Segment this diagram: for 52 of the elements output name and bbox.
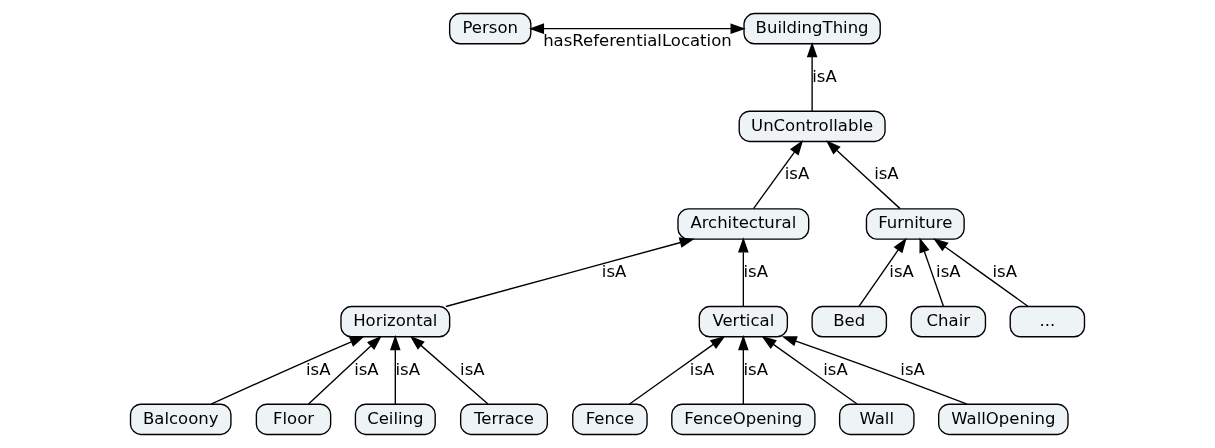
node-box: Balcoony	[129, 403, 232, 436]
edge-label: isA	[889, 262, 914, 282]
arrow	[738, 237, 749, 307]
edge-label: isA	[601, 262, 627, 282]
node-box: BuildingThing	[743, 12, 881, 45]
arrow	[806, 42, 818, 112]
node-box: ...	[1009, 305, 1086, 338]
node-box: Person	[448, 12, 532, 45]
node-box: Vertical	[698, 305, 789, 338]
node-box: Fence	[572, 403, 648, 436]
edge-label: isA	[936, 262, 961, 282]
arrow	[210, 336, 365, 405]
edge-label: isA	[743, 359, 768, 379]
edge-label: isA	[460, 359, 485, 379]
node-box: Bed	[811, 305, 888, 338]
arrow	[858, 237, 907, 307]
arrow	[933, 238, 1029, 307]
edge-label: isA	[823, 359, 848, 379]
node-box: Chair	[910, 305, 987, 338]
node-box: FenceOpening	[671, 403, 816, 436]
node-box: Furniture	[865, 208, 965, 240]
edge-label: isA	[354, 359, 379, 379]
node-box: Terrace	[459, 403, 548, 436]
edge-label: isA	[874, 164, 899, 184]
edge-label: hasReferentialLocation	[543, 30, 732, 50]
node-box: UnControllable	[738, 110, 886, 143]
arrow	[738, 335, 749, 405]
node-box: WallOpening	[938, 403, 1069, 436]
arrow	[409, 335, 489, 405]
edge-label: isA	[306, 359, 331, 379]
arrow	[781, 336, 968, 405]
edge-label: isA	[689, 359, 715, 379]
arrow	[752, 140, 804, 210]
arrow	[919, 237, 945, 307]
edge-label: isA	[743, 262, 768, 282]
arrow	[825, 140, 901, 210]
edge-label: isA	[992, 262, 1017, 282]
arrow	[528, 23, 746, 34]
node-box: Horizontal	[340, 305, 451, 338]
node-box: Wall	[838, 403, 915, 436]
edge-label: isA	[395, 359, 420, 379]
node-box: Floor	[255, 403, 332, 436]
node-box: Ceiling	[354, 403, 436, 436]
arrow	[628, 335, 726, 405]
edge-label: isA	[900, 359, 925, 379]
arrow	[307, 335, 382, 405]
arrow	[445, 237, 695, 308]
node-box: Architectural	[677, 208, 810, 240]
edge-label: isA	[812, 66, 837, 86]
arrow	[390, 335, 401, 405]
arrow	[761, 335, 858, 405]
edge-label: isA	[784, 164, 810, 184]
